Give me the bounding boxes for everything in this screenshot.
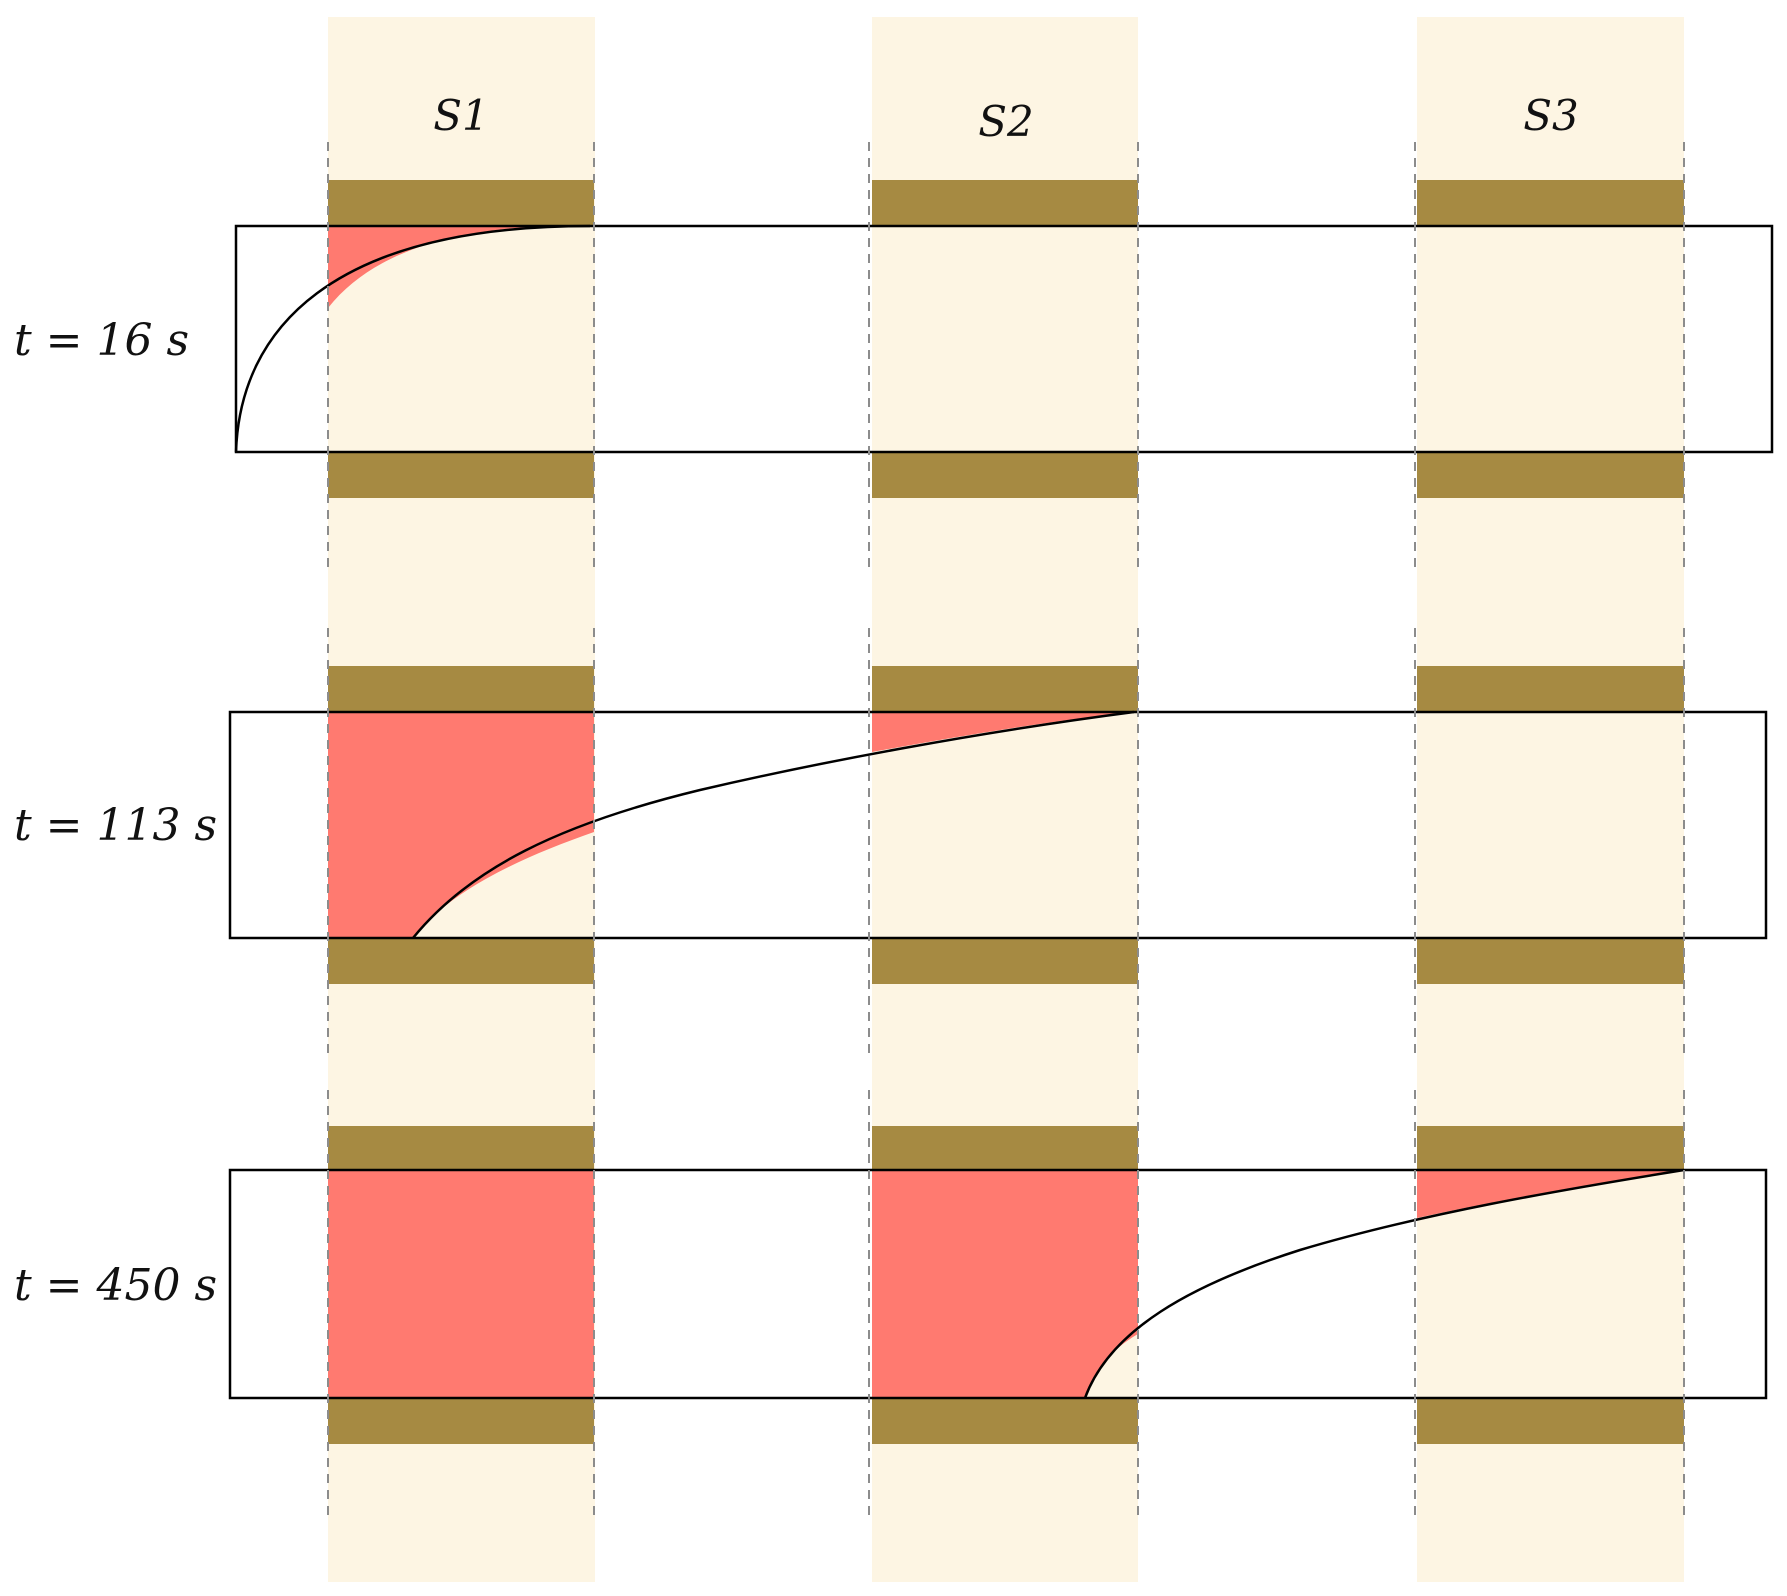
filled-region-s1 xyxy=(328,1170,594,1398)
fluid-front-curve xyxy=(412,710,1135,939)
electrode-top-s3 xyxy=(1417,666,1684,712)
electrode-top-s1 xyxy=(328,666,594,712)
electrode-bottom-s3 xyxy=(1417,452,1684,498)
electrode-bottom-s2 xyxy=(872,452,1138,498)
sensor-guide-lines xyxy=(327,142,1685,1515)
filled-region-s2 xyxy=(872,1170,1138,1398)
electrode-bottom-s2 xyxy=(872,938,1138,984)
electrode-bottom-s1 xyxy=(328,938,594,984)
electrode-top-s2 xyxy=(872,1126,1138,1170)
electrode-top-s2 xyxy=(872,180,1138,226)
channel-outline xyxy=(228,1168,1768,1400)
electrode-top-s2 xyxy=(872,666,1138,712)
sensor-bands xyxy=(328,17,1684,1582)
electrode-bottom-s2 xyxy=(872,1398,1138,1444)
filled-region-s1 xyxy=(328,226,594,308)
snapshot-t113 xyxy=(228,666,1768,984)
time-label-t16: t = 16 s xyxy=(14,315,189,366)
sensor-label-s1: S1 xyxy=(433,91,489,140)
electrode-bottom-s1 xyxy=(328,452,594,498)
fluid-front-curve xyxy=(234,224,591,453)
time-label-t113: t = 113 s xyxy=(14,800,217,851)
channel-outline xyxy=(228,710,1768,940)
sensor-label-s3: S3 xyxy=(1523,91,1579,140)
electrode-top-s1 xyxy=(328,1126,594,1170)
fluid-front-curve xyxy=(1083,1168,1685,1399)
electrode-top-s1 xyxy=(328,180,594,226)
sensor-band-s3 xyxy=(1417,17,1684,1582)
time-label-t450: t = 450 s xyxy=(14,1260,217,1311)
electrode-bottom-s3 xyxy=(1417,1398,1684,1444)
snapshot-t450 xyxy=(228,1126,1768,1444)
channel-outline xyxy=(234,224,1774,454)
sensor-label-s2: S2 xyxy=(978,97,1034,146)
snapshot-t16 xyxy=(234,180,1774,498)
filled-region-s1 xyxy=(328,712,594,938)
filled-region-s3 xyxy=(1417,1170,1684,1218)
electrode-bottom-s1 xyxy=(328,1398,594,1444)
filled-region-s2 xyxy=(872,712,1134,752)
electrode-top-s3 xyxy=(1417,180,1684,226)
electrode-bottom-s3 xyxy=(1417,938,1684,984)
electrode-top-s3 xyxy=(1417,1126,1684,1170)
